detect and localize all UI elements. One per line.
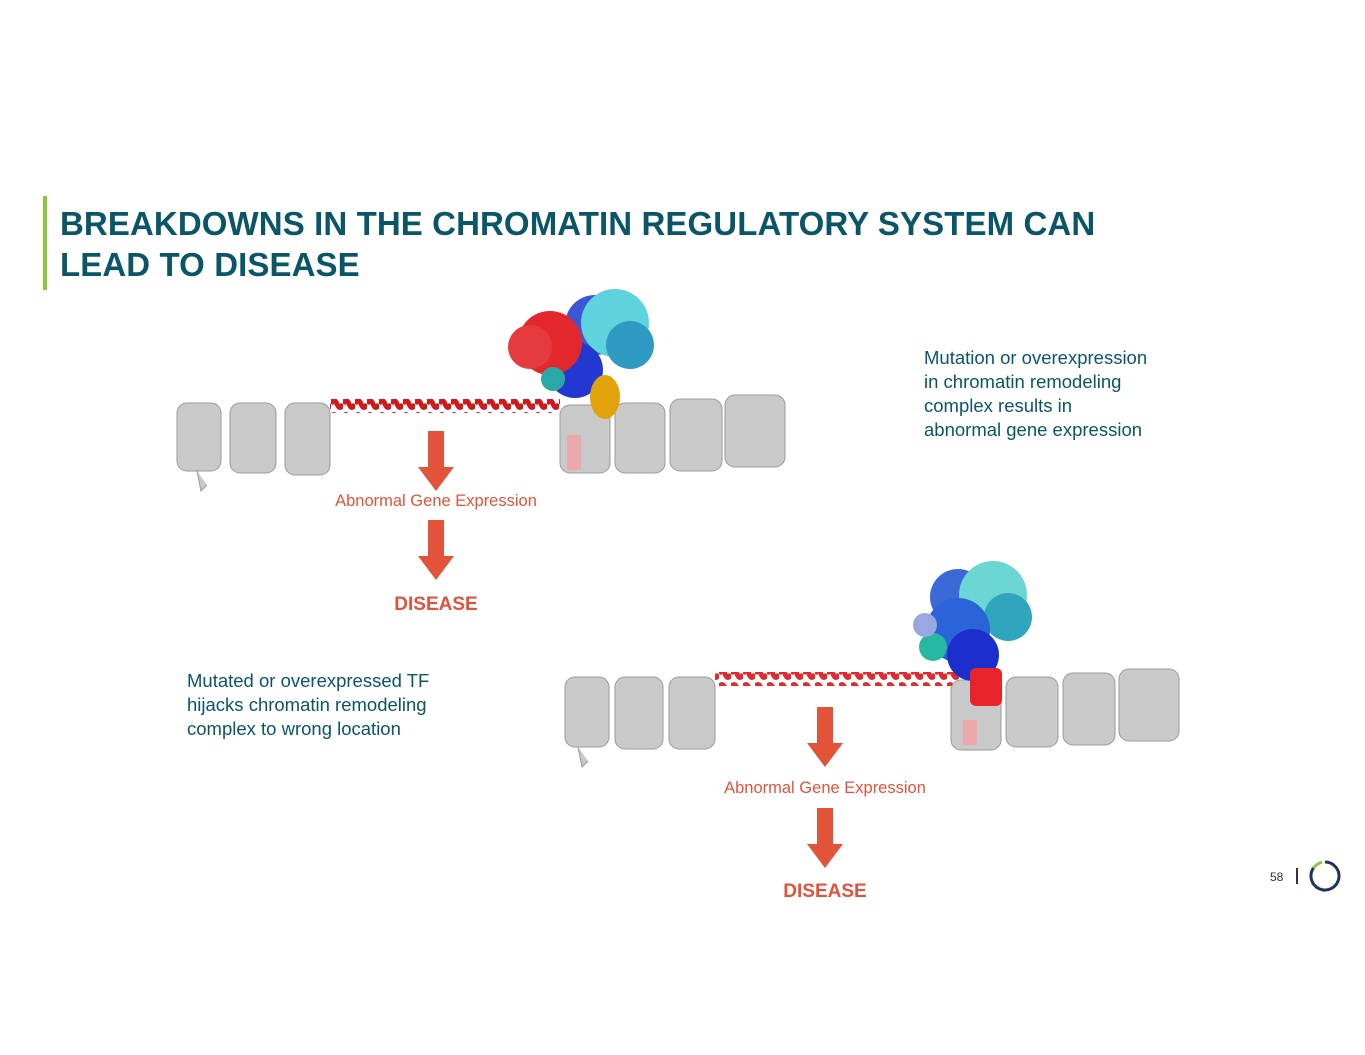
- title-accent-bar: [43, 196, 47, 290]
- title-line-1: BREAKDOWNS IN THE CHROMATIN REGULATORY S…: [60, 205, 1096, 242]
- arrow-down-icon: [807, 808, 843, 868]
- top-effect-label: Abnormal Gene Expression: [335, 492, 537, 510]
- top-disease-label: DISEASE: [394, 594, 478, 615]
- nucleosome-array-left: [176, 402, 331, 493]
- caption-line: hijacks chromatin remodeling: [187, 694, 427, 715]
- caption-line: Mutation or overexpression: [924, 347, 1148, 368]
- title-line-2: LEAD TO DISEASE: [60, 246, 360, 283]
- page-number: 58: [1270, 870, 1284, 884]
- arrow-down-icon: [418, 520, 454, 580]
- footer-divider: [1296, 868, 1298, 884]
- bottom-caption: Mutated or overexpressed TF hijacks chro…: [187, 669, 477, 741]
- caption-line: complex to wrong location: [187, 718, 401, 739]
- top-caption: Mutation or overexpression in chromatin …: [924, 346, 1184, 442]
- nucleosome-array-left: [564, 676, 716, 769]
- remodeling-complex: [913, 561, 1032, 706]
- remodeling-complex: [508, 289, 654, 419]
- caption-line: in chromatin remodeling: [924, 371, 1122, 392]
- arrow-down-icon: [807, 707, 843, 767]
- company-logo-icon: [1309, 860, 1341, 892]
- transcription-factor: [970, 668, 1002, 706]
- slide-title: BREAKDOWNS IN THE CHROMATIN REGULATORY S…: [60, 203, 1095, 285]
- caption-line: complex results in: [924, 395, 1073, 416]
- bottom-effect-label: Abnormal Gene Expression: [724, 779, 926, 797]
- bottom-disease-label: DISEASE: [783, 881, 867, 902]
- bottom-chromatin-illustration: [564, 561, 1180, 769]
- caption-line: Mutated or overexpressed TF: [187, 670, 430, 691]
- linker-dna: [330, 399, 560, 413]
- top-chromatin-illustration: [176, 289, 786, 493]
- linker-dna: [715, 672, 965, 686]
- caption-line: abnormal gene expression: [924, 419, 1143, 440]
- arrow-down-icon: [418, 431, 454, 491]
